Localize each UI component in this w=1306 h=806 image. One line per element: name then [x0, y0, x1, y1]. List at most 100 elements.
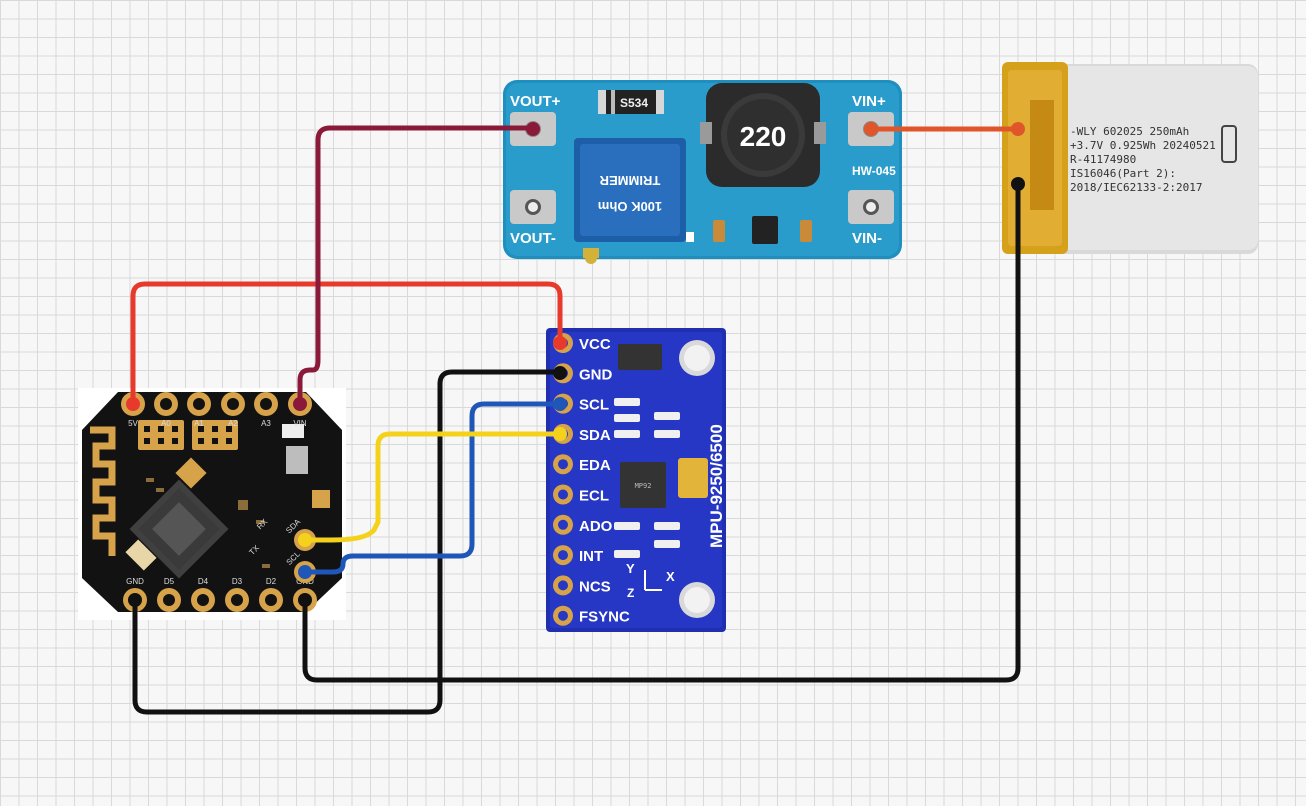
mcu-pin-label: D2	[266, 577, 277, 586]
axis-x-label: X	[666, 569, 675, 584]
lipo-battery[interactable]: -WLY 602025 250mAh +3.7V 0.925Wh 2024052…	[1002, 62, 1258, 254]
battery-spec-line: IS16046(Part 2):	[1070, 167, 1176, 180]
smd-capacitor	[800, 220, 812, 242]
wire-5v-to-vcc[interactable]	[130, 281, 563, 407]
wire-endpoint[interactable]	[298, 565, 312, 579]
wire-endpoint[interactable]	[293, 397, 307, 411]
wire-endpoint[interactable]	[553, 366, 567, 380]
wire-endpoints	[126, 122, 1025, 607]
mcu-pin-label: A3	[261, 419, 271, 428]
mpu-pin-label: FSYNC	[579, 609, 630, 626]
trimmer-potentiometer[interactable]: 100K Ohm TRIMMER	[574, 138, 686, 264]
crystal	[125, 539, 157, 571]
smd-pad	[312, 490, 330, 508]
boost-converter-module[interactable]: VOUT+ VOUT- VIN+ VIN- S534 220 HW-045 10	[503, 80, 902, 264]
regulator-chip	[618, 344, 662, 370]
mpu-pin-fsync[interactable]: FSYNC	[553, 605, 630, 626]
wire-endpoint[interactable]	[864, 122, 878, 136]
battery-spec-line: R-41174980	[1070, 153, 1136, 166]
mpu-pin-int[interactable]: INT	[553, 545, 603, 566]
mcu-pin-a3[interactable]: A3	[254, 392, 278, 428]
smd-diode	[282, 424, 304, 438]
mcu-chip	[129, 479, 229, 579]
smd-components	[614, 398, 680, 558]
mpu-chip: MP92	[620, 462, 666, 508]
wire-endpoint[interactable]	[553, 336, 567, 350]
wire-endpoint[interactable]	[1011, 122, 1025, 136]
axis-y-label: Y	[626, 561, 635, 576]
wire-endpoint[interactable]	[298, 593, 312, 607]
battery-spec-line: +3.7V 0.925Wh 20240521	[1070, 139, 1216, 152]
mcu-pin-label: A2	[228, 419, 238, 428]
mpu-pin-label: SCL	[579, 397, 609, 414]
wire-endpoint[interactable]	[128, 593, 142, 607]
mpu-pin-label: SDA	[579, 427, 611, 444]
mpu-pin-label: EDA	[579, 457, 611, 474]
mpu-9250-module[interactable]: MPU-9250/6500 MP92 Y X Z VCC GND SCL SDA EDA…	[546, 328, 726, 632]
vout-minus-pad[interactable]	[510, 190, 556, 224]
wire-endpoint[interactable]	[553, 427, 567, 441]
tantalum-capacitor	[678, 458, 708, 498]
mpu-pin-label: INT	[579, 548, 603, 565]
mcu-pin-d2[interactable]: D2	[259, 577, 283, 612]
mpu-pin-ado[interactable]: ADO	[553, 514, 613, 535]
mpu-pin-label: GND	[579, 366, 613, 383]
vout-minus-label: VOUT-	[510, 230, 556, 247]
mpu-pin-eda[interactable]: EDA	[553, 454, 611, 475]
mpu-pin-ncs[interactable]: NCS	[553, 575, 611, 596]
wire-gnd-to-battery-minus[interactable]	[302, 181, 1021, 683]
vin-plus-label: VIN+	[852, 93, 886, 110]
ic-chip	[752, 216, 778, 244]
smd-resistor	[686, 232, 694, 242]
smd-pad	[175, 457, 207, 489]
wire-vout-to-vin[interactable]	[297, 125, 536, 407]
wire-scl[interactable]	[302, 401, 563, 575]
diode: S534	[598, 90, 664, 114]
diode-label: S534	[620, 96, 648, 110]
mcu-pin-d5[interactable]: D5	[157, 577, 181, 612]
mpu-chip-label: MP92	[635, 482, 652, 490]
mcu-pin-label: A1	[194, 419, 204, 428]
wire-endpoint[interactable]	[126, 397, 140, 411]
wire-endpoint[interactable]	[1011, 177, 1025, 191]
mcu-pin-label: D5	[164, 577, 175, 586]
mcu-pin-a1[interactable]: A1	[187, 392, 211, 428]
wire-endpoint[interactable]	[298, 533, 312, 547]
mcu-pin-label: 5V	[128, 419, 138, 428]
wires	[130, 125, 1021, 715]
inductor: 220	[700, 83, 826, 187]
vin-minus-pad[interactable]	[848, 190, 894, 224]
mcu-pin-a0[interactable]: A0	[154, 392, 178, 428]
mcu-pin-a2[interactable]: A2	[221, 392, 245, 428]
battery-spec-line: -WLY 602025 250mAh	[1070, 125, 1189, 138]
mpu-pin-ecl[interactable]: ECL	[553, 484, 609, 505]
switch[interactable]	[286, 446, 308, 474]
mcu-pin-label: VIN	[293, 419, 307, 428]
battery-spec-line: 2018/IEC62133-2:2017	[1070, 181, 1202, 194]
mpu-pin-label: VCC	[579, 336, 611, 353]
trimmer-label: TRIMMER	[599, 173, 660, 188]
mcu-pin-label: GND	[126, 577, 144, 586]
wire-gnd-to-mpu-gnd[interactable]	[132, 369, 563, 715]
mcu-pin-d3[interactable]: D3	[225, 577, 249, 612]
vout-plus-label: VOUT+	[510, 93, 561, 110]
mcu-pin-d4[interactable]: D4	[191, 577, 215, 612]
mpu-pin-label: ECL	[579, 488, 609, 505]
microcontroller-board[interactable]: 5VA0A1A2A3VINGNDD5D4D3D2GNDRXTXSDASCL	[78, 388, 346, 620]
axis-z-label: Z	[627, 586, 634, 600]
wire-endpoint[interactable]	[553, 397, 567, 411]
mcu-pin-label: D3	[232, 577, 243, 586]
antenna-trace	[90, 426, 116, 556]
mpu-pin-label: NCS	[579, 578, 611, 595]
mpu-name: MPU-9250/6500	[707, 424, 726, 548]
vin-minus-label: VIN-	[852, 230, 882, 247]
wire-sda[interactable]	[302, 431, 563, 543]
smd-components	[146, 478, 270, 568]
mcu-pin-label: D4	[198, 577, 209, 586]
wire-endpoint[interactable]	[526, 122, 540, 136]
trimmer-value: 100K Ohm	[598, 199, 662, 214]
smd-capacitor	[713, 220, 725, 242]
mpu-pin-label: ADO	[579, 518, 613, 535]
battery-logo	[1221, 125, 1237, 163]
